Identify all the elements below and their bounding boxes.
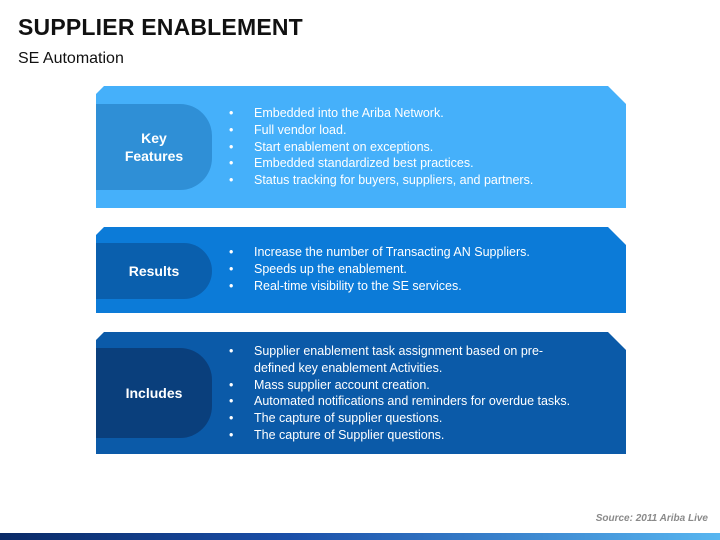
list-item: The capture of Supplier questions. <box>229 427 574 444</box>
list-item: Increase the number of Transacting AN Su… <box>229 244 599 261</box>
list-item: Real-time visibility to the SE services. <box>229 278 599 295</box>
results-list: Increase the number of Transacting AN Su… <box>229 244 599 294</box>
page-subtitle: SE Automation <box>18 50 124 67</box>
results-tab <box>96 243 212 299</box>
list-item: Start enablement on exceptions. <box>229 139 599 156</box>
key-features-label: Key Features <box>96 104 212 190</box>
includes-label: Includes <box>96 348 212 438</box>
includes-panel: Includes Supplier enablement task assign… <box>96 332 626 454</box>
page-title: SUPPLIER ENABLEMENT <box>18 14 303 40</box>
results-panel: Results Increase the number of Transacti… <box>96 227 626 313</box>
key-features-panel: Key Features Embedded into the Ariba Net… <box>96 86 626 208</box>
key-features-label-line2: Features <box>124 148 184 164</box>
list-item: Speeds up the enablement. <box>229 261 599 278</box>
list-item: The capture of supplier questions. <box>229 410 574 427</box>
list-item: Automated notifications and reminders fo… <box>229 393 574 410</box>
key-features-tab <box>96 104 212 190</box>
results-label: Results <box>96 243 212 299</box>
source-note: Source: 2011 Ariba Live <box>595 513 708 524</box>
key-features-list: Embedded into the Ariba Network. Full ve… <box>229 105 599 189</box>
key-features-label-line1: Key <box>141 130 167 146</box>
list-item: Embedded into the Ariba Network. <box>229 105 599 122</box>
includes-list: Supplier enablement task assignment base… <box>229 343 574 444</box>
bottom-accent-bar <box>0 533 720 540</box>
list-item: Supplier enablement task assignment base… <box>229 343 574 377</box>
includes-label-line1: Includes <box>125 385 183 401</box>
list-item: Embedded standardized best practices. <box>229 155 599 172</box>
includes-tab <box>96 348 212 438</box>
list-item: Full vendor load. <box>229 122 599 139</box>
list-item: Status tracking for buyers, suppliers, a… <box>229 172 599 189</box>
list-item: Mass supplier account creation. <box>229 377 574 394</box>
results-label-line1: Results <box>128 263 180 279</box>
